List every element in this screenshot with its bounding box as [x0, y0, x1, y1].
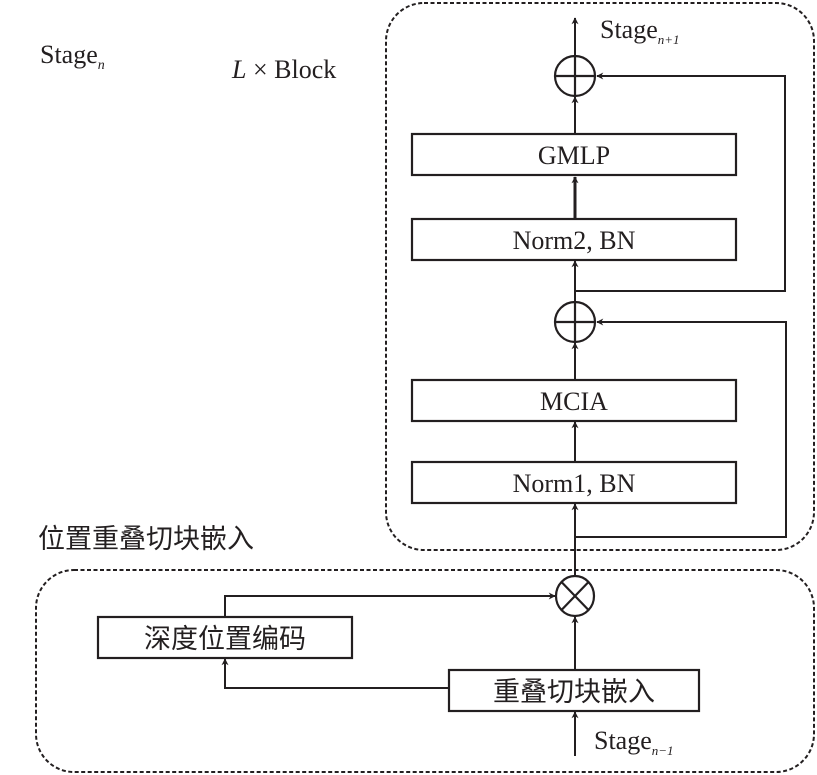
overlap-patch-embedding-label: 重叠切块嵌入 — [493, 677, 655, 708]
block-container — [385, 2, 815, 551]
gmlp-block: GMLP — [410, 132, 738, 177]
multiply-operator — [554, 574, 596, 618]
norm2-label: Norm2, BN — [513, 226, 636, 255]
norm2-block: Norm2, BN — [410, 217, 738, 262]
add-operator-top — [553, 54, 597, 98]
depth-position-encoding-block: 深度位置编码 — [96, 615, 354, 660]
encoding-to-multiply-arrow — [224, 592, 556, 617]
stage-n-label: Stagen — [40, 40, 105, 73]
mcia-block: MCIA — [410, 378, 738, 423]
residual-connection-2 — [575, 72, 786, 292]
overlap-patch-embedding-block: 重叠切块嵌入 — [447, 668, 701, 713]
stage-prev-label: Stagen−1 — [594, 726, 674, 758]
add-operator-mid — [553, 300, 597, 344]
gmlp-label: GMLP — [538, 141, 610, 170]
embed-group-title: 位置重叠切块嵌入 — [38, 524, 254, 555]
block-repeat-label: L × Block — [231, 55, 336, 84]
stage-next-label: Stagen+1 — [600, 15, 680, 47]
depth-position-encoding-label: 深度位置编码 — [144, 624, 306, 655]
residual-connection-1 — [575, 318, 787, 538]
embedding-container — [35, 569, 815, 773]
mcia-label: MCIA — [540, 387, 608, 416]
norm1-block: Norm1, BN — [410, 460, 738, 505]
norm1-label: Norm1, BN — [513, 469, 636, 498]
patch-to-encoding-arrow — [221, 658, 450, 689]
